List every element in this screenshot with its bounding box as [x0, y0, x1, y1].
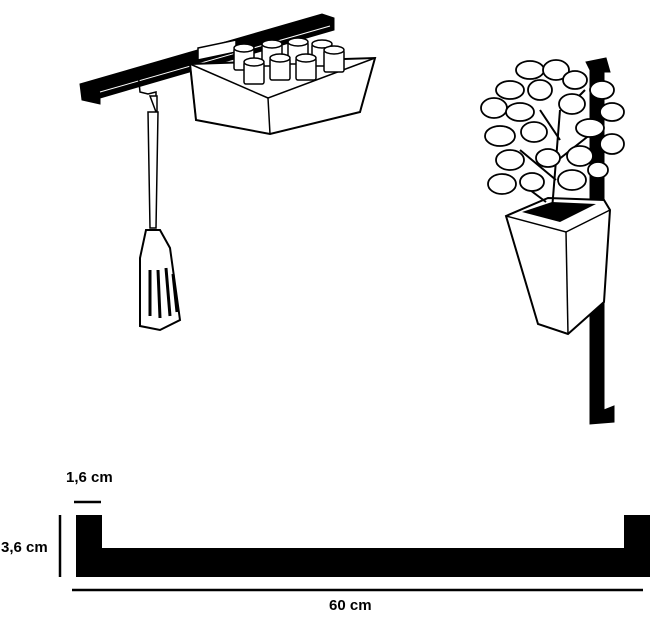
- spice-jars: [233, 37, 345, 85]
- vertical-rail-group: [480, 57, 625, 425]
- height-label: 3,6 cm: [1, 539, 48, 556]
- width-label: 1,6 cm: [66, 469, 113, 486]
- spatula: [139, 95, 182, 332]
- plant-leaves: [480, 59, 625, 195]
- plant-pot: [504, 196, 612, 336]
- profile-cross-section: [58, 500, 650, 592]
- rail-profile: [76, 515, 650, 577]
- hook: [123, 71, 157, 100]
- horizontal-rail-group: [79, 13, 377, 332]
- length-label: 60 cm: [329, 597, 372, 614]
